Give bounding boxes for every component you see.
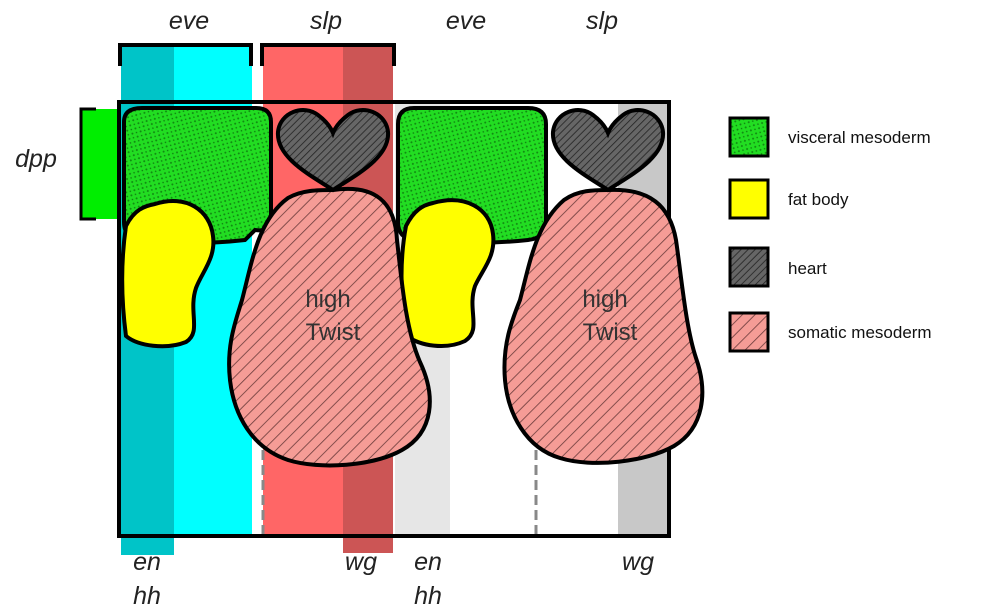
- legend-swatch-somatic-mesoderm: [730, 313, 768, 351]
- legend-label-fat-body: fat body: [788, 190, 849, 209]
- legend-label-heart: heart: [788, 259, 827, 278]
- legend-swatch-visceral-mesoderm: [730, 118, 768, 156]
- gene-label-en-1: en: [133, 548, 161, 576]
- legend-label-somatic-mesoderm: somatic mesoderm: [788, 323, 932, 342]
- gene-label-hh-1: hh: [133, 582, 161, 610]
- tissue-label-1b: Twist: [306, 319, 361, 346]
- gene-label-wg-2: wg: [622, 548, 654, 576]
- legend-label-visceral-mesoderm: visceral mesoderm: [788, 128, 931, 147]
- tissue-label-1a: high: [305, 286, 350, 313]
- gene-label-en-2: en: [414, 548, 442, 576]
- fat-body-2: [402, 200, 494, 346]
- gene-label-eve-1: eve: [169, 7, 209, 35]
- gene-label-slp-2: slp: [586, 7, 618, 35]
- gene-label-dpp: dpp: [15, 145, 57, 173]
- gene-label-eve-2: eve: [446, 7, 486, 35]
- legend-swatch-heart: [730, 248, 768, 286]
- gene-label-slp-1: slp: [310, 7, 342, 35]
- dpp-bar: [80, 109, 120, 219]
- gene-label-wg-1: wg: [345, 548, 377, 576]
- tissue-label-2b: Twist: [583, 319, 638, 346]
- tissue-label-2a: high: [582, 286, 627, 313]
- legend: visceral mesoderm fat body heart somatic…: [730, 118, 932, 351]
- gene-label-hh-2: hh: [414, 582, 442, 610]
- legend-swatch-fat-body: [730, 180, 768, 218]
